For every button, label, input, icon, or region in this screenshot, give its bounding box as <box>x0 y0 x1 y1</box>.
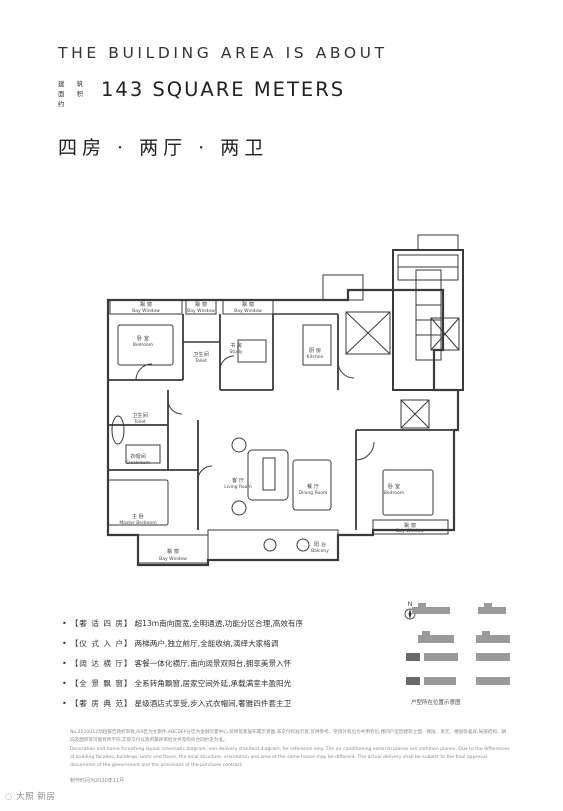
room-cn-study: 书 房 <box>230 341 242 349</box>
room-cn-bay-window-2: 飘 窗 <box>195 300 207 308</box>
room-cn-master-bedroom: 主 卧 <box>132 512 144 520</box>
disclaimer-en: Decoration and home furnishing layout sc… <box>70 747 510 768</box>
key-map-caption: 户型所在位置示意图 <box>411 700 461 706</box>
area-label-line1: 建 筑 <box>58 80 89 88</box>
watermark-logo: ◌ 大照 新房 <box>5 790 55 802</box>
feature-tag: 【阔 达 横 厅】 <box>70 658 133 668</box>
disclaimer: No.2020012动超报告政府审批,IS9区为文旅件,ABCDEF分区为金融华… <box>70 729 510 771</box>
room-cn-bedroom-2: 卧 室 <box>388 482 400 490</box>
room-cn-dining-room: 餐 厅 <box>307 482 319 490</box>
area-label: 建 筑 面 积 约 <box>58 79 98 109</box>
room-en-bay-window-1: Bay Window <box>132 308 160 314</box>
production-date: 制作时间为2020年11月 <box>70 778 125 784</box>
feature-text: 客餐一体化横厅,南向阔景双阳台,拥享美景入怀 <box>134 658 292 668</box>
area-value: 143 SQUARE METERS <box>101 78 346 101</box>
building-area-heading: THE BUILDING AREA IS ABOUT <box>58 44 388 62</box>
room-en-bedroom-1: Bedroom <box>133 342 153 348</box>
bullet-icon: • <box>62 678 67 688</box>
feature-tag: 【奢 房 典 范】 <box>70 698 133 708</box>
bullet-icon: • <box>62 618 67 628</box>
room-cn-bay-window-1: 飘 窗 <box>140 300 152 308</box>
disclaimer-cn: No.2020012动超报告政府审批,IS9区为文旅件,ABCDEF分区为金融华… <box>70 730 507 743</box>
feature-list: • 【奢 适 四 房】 超13m南向面宽,全明通透,功能分区合理,高效有序 • … <box>62 613 303 713</box>
room-en-bay-window-2: Bay Window <box>187 308 215 314</box>
room-en-bay-window-4: Bay Window <box>159 556 187 562</box>
feature-item: • 【奢 房 典 范】 星级酒店式享受,步入式衣帽间,奢雅四件套主卫 <box>62 693 303 713</box>
feature-text: 超13m南向面宽,全明通透,功能分区合理,高效有序 <box>134 618 304 628</box>
logo-text: 大照 新房 <box>16 792 56 802</box>
room-cn-bedroom-1: 卧 室 <box>137 334 149 342</box>
bullet-icon: • <box>62 658 67 668</box>
room-cn-toilet-1: 卫生间 <box>193 350 209 358</box>
layout-type-title: 四房 · 两厅 · 两卫 <box>58 137 269 159</box>
room-en-bay-window-3: Bay Window <box>234 308 262 314</box>
feature-tag: 【仪 式 入 户】 <box>70 638 133 648</box>
room-cn-balcony: 阳 台 <box>314 540 326 548</box>
logo-icon: ◌ <box>5 792 17 802</box>
floor-plan: 飘 窗 Bay Window 飘 窗 Bay Window 飘 窗 Bay Wi… <box>106 234 464 567</box>
room-en-balcony: Balcony <box>311 548 329 554</box>
area-label-line2: 面 积 约 <box>58 90 89 108</box>
room-en-kitchen: Kitchen <box>307 354 324 360</box>
room-en-master-bedroom: Master Bedroom <box>119 520 156 526</box>
feature-item: • 【全 景 飘 窗】 全系转角飘窗,居家空间外延,承载满室丰盈阳光 <box>62 673 303 693</box>
room-en-cloakroom: Cloakroom <box>126 460 150 466</box>
feature-item: • 【仪 式 入 户】 两梯两户,独立前厅,全能收纳,演绎大家格调 <box>62 633 303 653</box>
feature-text: 全系转角飘窗,居家空间外延,承载满室丰盈阳光 <box>134 678 292 688</box>
room-cn-bay-window-5: 飘 窗 <box>404 521 416 529</box>
compass-label: N <box>408 601 413 608</box>
feature-text: 星级酒店式享受,步入式衣帽间,奢雅四件套主卫 <box>134 698 292 708</box>
location-key-map <box>406 603 510 685</box>
feature-text: 两梯两户,独立前厅,全能收纳,演绎大家格调 <box>134 638 279 648</box>
feature-item: • 【奢 适 四 房】 超13m南向面宽,全明通透,功能分区合理,高效有序 <box>62 613 303 633</box>
feature-tag: 【全 景 飘 窗】 <box>70 678 133 688</box>
bullet-icon: • <box>62 698 67 708</box>
bullet-icon: • <box>62 638 67 648</box>
room-cn-living-room: 客 厅 <box>232 476 244 484</box>
room-cn-bay-window-3: 飘 窗 <box>242 300 254 308</box>
feature-item: • 【阔 达 横 厅】 客餐一体化横厅,南向阔景双阳台,拥享美景入怀 <box>62 653 303 673</box>
room-cn-kitchen: 厨 房 <box>309 346 321 354</box>
feature-tag: 【奢 适 四 房】 <box>70 618 133 628</box>
room-en-dining-room: Dining Room <box>299 490 328 496</box>
room-cn-toilet-2: 卫生间 <box>132 411 148 419</box>
room-cn-bay-window-4: 飘 窗 <box>167 547 179 555</box>
room-en-study: Study <box>230 349 243 355</box>
room-en-toilet-1: Toilet <box>194 358 207 364</box>
room-en-bay-window-5: Bay Window <box>396 528 424 534</box>
room-en-bedroom-2: Bedroom <box>384 490 404 496</box>
room-cn-cloakroom: 衣帽间 <box>130 452 146 460</box>
room-en-living-room: Living Room <box>224 484 252 490</box>
room-en-toilet-2: Toilet <box>133 419 146 425</box>
